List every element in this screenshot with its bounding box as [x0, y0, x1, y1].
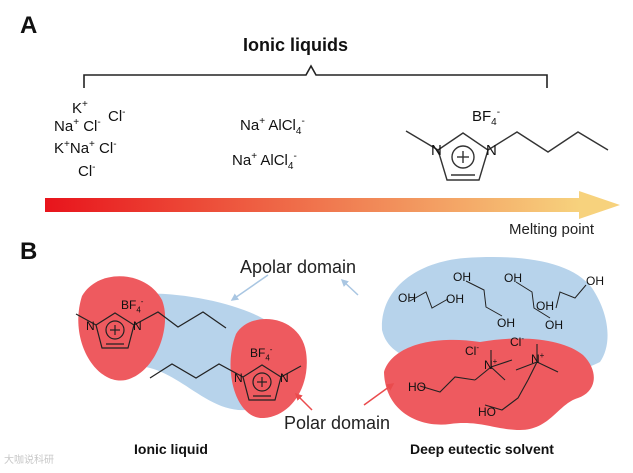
- bf4-anion-label: BF4-: [121, 297, 144, 315]
- nitrogen-label: N+: [484, 357, 498, 372]
- hydroxyl-label: HO: [478, 405, 496, 419]
- imidazolium-cation-structure: [405, 130, 609, 181]
- nitrogen-label: N+: [531, 351, 545, 366]
- hydroxyl-label: OH: [497, 316, 515, 330]
- ion-label: Na+ AlCl4-: [240, 116, 305, 137]
- melting-point-label: Melting point: [509, 221, 595, 238]
- nitrogen-label: N: [86, 319, 95, 333]
- ionic-liquid-cation-2-structure: [149, 363, 302, 401]
- nitrogen-label: N: [234, 371, 243, 385]
- polar-domain-blob-cation-1: [78, 276, 166, 381]
- polar-arrow-to-il: [294, 392, 313, 411]
- panel-a-title: Ionic liquids: [243, 35, 349, 55]
- watermark: 大咖说科研: [4, 455, 54, 466]
- ion-label: Cl-: [78, 162, 96, 180]
- nitrogen-label: N: [431, 142, 442, 159]
- hydroxyl-label: OH: [504, 271, 522, 285]
- bf4-anion-label: BF4-: [472, 107, 501, 128]
- hydroxyl-label: OH: [453, 270, 471, 284]
- gradient-arrowhead: [579, 191, 620, 219]
- nitrogen-label: N: [486, 142, 497, 159]
- nitrogen-label: N: [133, 319, 142, 333]
- bf4-anion-label: BF4-: [250, 345, 273, 363]
- hydroxyl-label: OH: [536, 299, 554, 313]
- hydroxyl-label: OH: [398, 291, 416, 305]
- hydroxyl-label: OH: [545, 318, 563, 332]
- hydroxyl-label: OH: [446, 292, 464, 306]
- apolar-arrow-to-des: [340, 278, 359, 296]
- bracket: [83, 64, 548, 88]
- choline-chloride-structure: [419, 344, 559, 411]
- polar-domain-label: Polar domain: [284, 413, 391, 433]
- polar-domain-blob-des: [384, 338, 594, 430]
- ion-label: Cl-: [108, 107, 126, 125]
- ion-label: K+: [72, 99, 88, 117]
- polar-arrow-to-des: [363, 383, 395, 406]
- hydroxyl-label: OH: [586, 274, 604, 288]
- panel-a-label: A: [20, 12, 38, 39]
- panel-b-label: B: [20, 238, 38, 265]
- chloride-label: Cl-: [510, 334, 525, 349]
- ionic-liquid-cation-1-structure: [75, 311, 227, 349]
- nitrogen-label: N: [280, 371, 289, 385]
- apolar-arrow-to-il: [230, 274, 269, 301]
- apolar-domain-label: Apolar domain: [240, 257, 357, 277]
- ion-label: Na+ AlCl4-: [232, 151, 297, 172]
- ionic-liquid-caption: Ionic liquid: [134, 441, 208, 457]
- ethylene-glycol-molecules: [409, 280, 587, 319]
- ion-label: K+Na+ Cl-: [54, 139, 117, 157]
- deep-eutectic-solvent-caption: Deep eutectic solvent: [410, 441, 554, 457]
- hydroxyl-label: HO: [408, 380, 426, 394]
- chloride-label: Cl-: [465, 343, 480, 358]
- melting-point-gradient-bar: [45, 198, 580, 212]
- ion-label: Na+ Cl-: [54, 117, 101, 135]
